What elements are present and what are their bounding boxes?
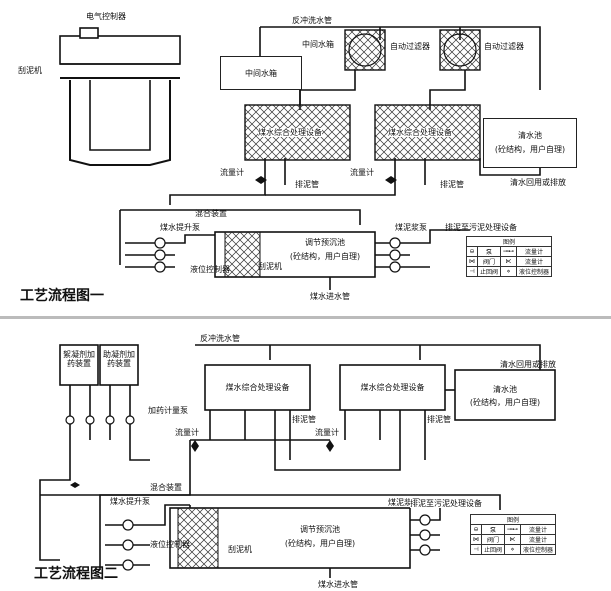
section-divider — [0, 316, 611, 319]
label-pool-sub: (砼结构，用户自理) — [289, 252, 361, 261]
label-sludge-pump-2: 煤泥浆泵 — [388, 498, 420, 507]
pump-icon: ⊖ — [466, 246, 478, 257]
clear-pool-box: 清水池 (砼结构，用户自理) — [483, 118, 577, 168]
legend-text: 止回阀 — [476, 266, 502, 277]
flowmeter-icon: ⊸⊷ — [500, 246, 518, 257]
label-drain-1: 排泥管 — [295, 180, 319, 189]
label-pool-title-2: 调节预沉池 — [300, 525, 340, 534]
middle-tank-box: 中间水箱 — [220, 56, 302, 90]
legend-text: 流量计 — [520, 524, 557, 535]
legend-title: 图例 — [465, 236, 553, 247]
label-mixer: 混合装置 — [195, 209, 227, 218]
label-unit-2-2: 煤水综合处理设备 — [360, 383, 425, 392]
label-lift-pump-2: 煤水提升泵 — [110, 497, 150, 506]
label-backwash-pipe-2: 反冲洗水管 — [200, 334, 240, 343]
label-clear-pool-sub-2: (砼结构，用户自理) — [469, 398, 541, 407]
legend-text: 液位控制器 — [516, 266, 553, 277]
label-drain-pipe-2-2: 排泥管 — [427, 415, 451, 424]
label-clear-pool: 清水池 — [518, 131, 542, 140]
label-clear-pool-2: 清水池 — [493, 385, 517, 394]
flowmeter-icon: ⋉ — [504, 534, 522, 545]
legend-text: 止回阀 — [480, 544, 506, 555]
check-valve-icon: ⊣ — [466, 266, 478, 277]
pump-icon: ⊖ — [470, 524, 482, 535]
label-inlet: 煤水进水管 — [310, 292, 350, 301]
label-auto-filter-2: 自动过滤器 — [484, 42, 524, 51]
legend-text: 流量计 — [516, 256, 553, 267]
label-lift-pump: 煤水提升泵 — [160, 223, 200, 232]
label-unit-2-1: 煤水综合处理设备 — [225, 383, 290, 392]
label-coagulant: 絮凝剂加药装置 — [63, 350, 95, 368]
level-controller-icon: ⋄ — [504, 544, 522, 555]
label-clear-pool-sub: (砼结构，用户自理) — [494, 145, 566, 154]
label-pool-sub-2: (砼结构，用户自理) — [284, 539, 356, 548]
label-flowmeter-2: 流量计 — [350, 168, 374, 177]
diagram2-title: 工艺流程图二 — [34, 566, 118, 582]
label-sludge-pump: 煤泥浆泵 — [395, 223, 427, 232]
label-auto-filter-1: 自动过滤器 — [390, 42, 430, 51]
legend-text: 液位控制器 — [520, 544, 557, 555]
flowmeter-icon: ⊸⊷ — [504, 524, 522, 535]
valve-icon: ⋈ — [466, 256, 478, 267]
label-scraper-2: 刮泥机 — [258, 262, 282, 271]
legend-text: 泵 — [480, 524, 506, 535]
label-level-controller: 液位控制器 — [190, 265, 230, 274]
legend-text: 阀门 — [480, 534, 506, 545]
label-middle-tank-small: 中间水箱 — [302, 40, 334, 49]
label-flowmeter-2-1: 流量计 — [175, 428, 199, 437]
label-unit-1: 煤水综合处理设备 — [258, 128, 322, 137]
legend-2: 图例 ⊖泵⊸⊷流量计 ⋈阀门⋉流量计 ⊣止回阀⋄液位控制器 — [469, 514, 557, 555]
diagram1-title: 工艺流程图一 — [20, 288, 104, 304]
label-sludge-to-2: 排泥至污泥处理设备 — [410, 499, 482, 508]
label-scraper: 刮泥机 — [18, 66, 42, 75]
check-valve-icon: ⊣ — [470, 544, 482, 555]
label-middle-tank: 中间水箱 — [245, 69, 277, 78]
label-mixer-2: 混合装置 — [150, 483, 182, 492]
label-level-controller-2: 液位控制器 — [150, 540, 190, 549]
label-drain-pipe-2-1: 排泥管 — [292, 415, 316, 424]
label-drain-2: 排泥管 — [440, 180, 464, 189]
label-flowmeter-1: 流量计 — [220, 168, 244, 177]
label-dosing-meter: 加药计量泵 — [148, 406, 188, 415]
label-clear-return: 清水回用或排放 — [510, 178, 566, 187]
level-controller-icon: ⋄ — [500, 266, 518, 277]
label-electric-controller: 电气控制器 — [86, 12, 126, 21]
label-pool-title: 调节预沉池 — [305, 238, 345, 247]
label-backwash-pipe: 反冲洗水管 — [292, 16, 332, 25]
legend-title: 图例 — [469, 514, 557, 525]
label-coagulant-aid: 助凝剂加药装置 — [103, 350, 135, 368]
label-sludge-to: 排泥至污泥处理设备 — [445, 223, 517, 232]
label-unit-2: 煤水综合处理设备 — [388, 128, 452, 137]
legend-text: 阀门 — [476, 256, 502, 267]
flowmeter-icon: ⋉ — [500, 256, 518, 267]
label-flowmeter-2-2: 流量计 — [315, 428, 339, 437]
legend-text: 流量计 — [520, 534, 557, 545]
legend-text: 泵 — [476, 246, 502, 257]
valve-icon: ⋈ — [470, 534, 482, 545]
label-inlet-2: 煤水进水管 — [318, 580, 358, 589]
label-scraper-2b: 刮泥机 — [228, 545, 252, 554]
label-clear-return-2: 清水回用或排放 — [500, 360, 556, 369]
legend-1: 图例 ⊖泵⊸⊷流量计 ⋈阀门⋉流量计 ⊣止回阀⋄液位控制器 — [465, 236, 553, 277]
legend-text: 流量计 — [516, 246, 553, 257]
